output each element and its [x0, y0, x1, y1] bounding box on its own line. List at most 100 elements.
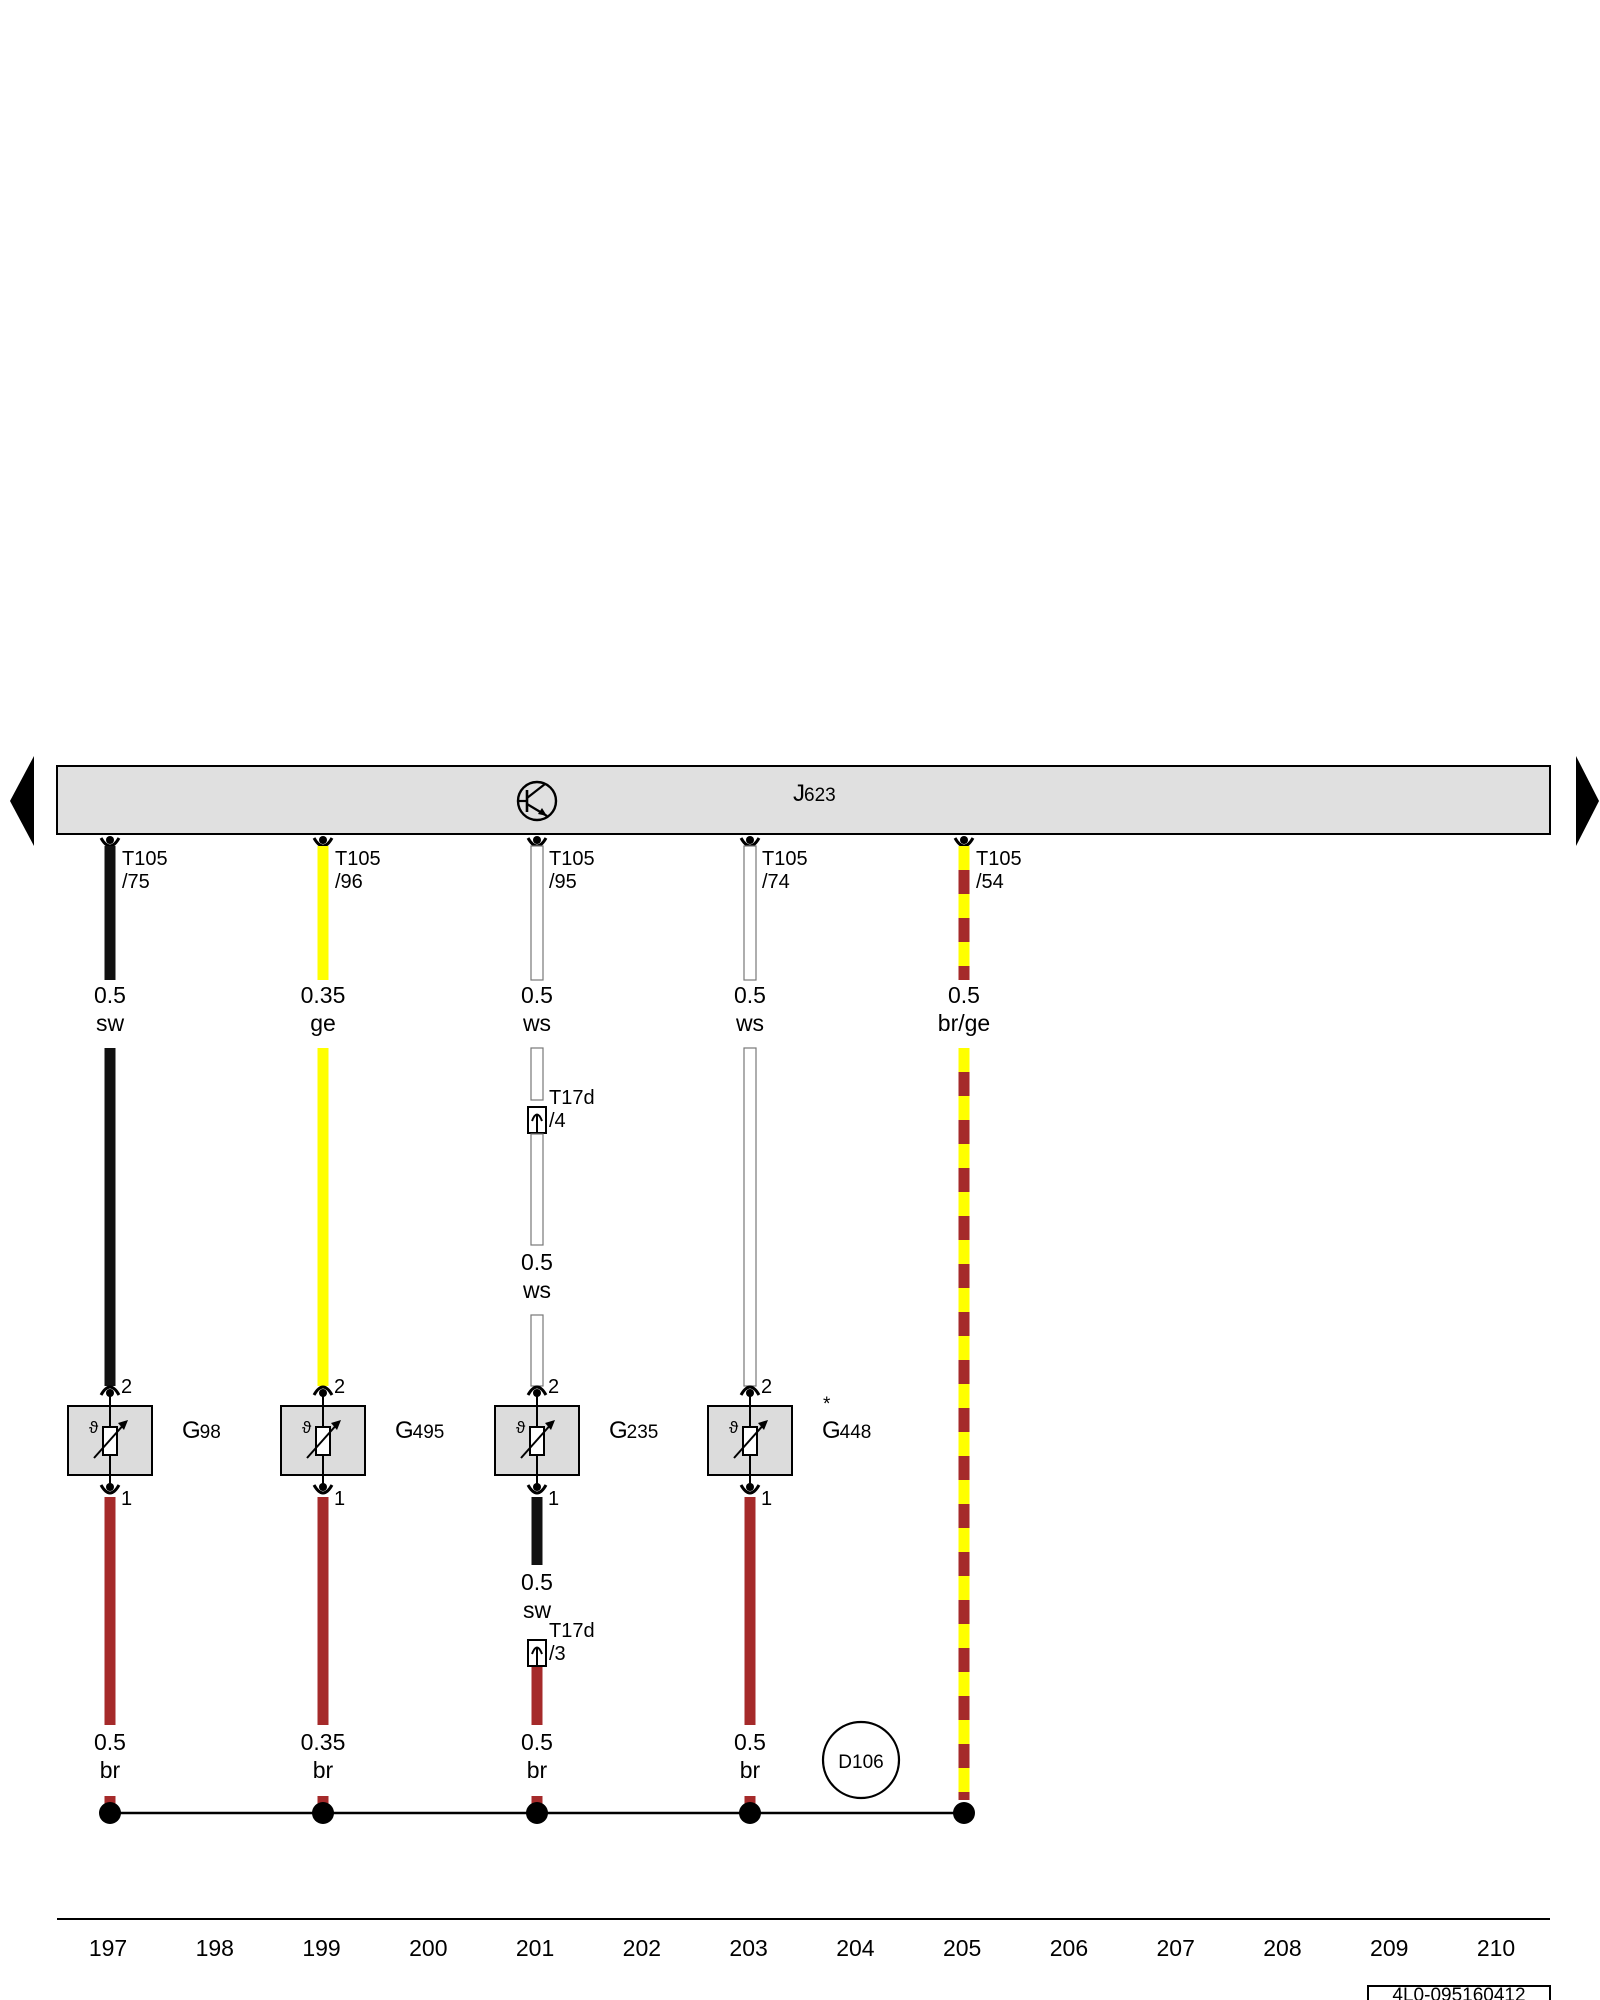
sensor-pin-bottom: 1	[548, 1488, 559, 1510]
ground-junction	[526, 1802, 548, 1824]
ecu-connector-w197	[99, 836, 121, 848]
wire-segment-upper	[743, 845, 757, 981]
wire-color-code: br	[527, 1757, 548, 1783]
wire-segment-upper	[958, 846, 970, 980]
sensor-label-sub: 495	[413, 1422, 445, 1443]
ground-junction	[99, 1802, 121, 1824]
footer-column-number: 200	[409, 1935, 447, 1961]
sensor-connector-top-arc	[99, 1385, 121, 1396]
ground-point-d106: D106	[821, 1720, 901, 1800]
wire-segment-upper	[317, 846, 329, 980]
wire-segment-lower-stripe	[958, 1456, 970, 1480]
sensor-label: G448	[822, 1417, 871, 1444]
sensor-pin-top: 2	[548, 1376, 559, 1398]
ground-label: D106	[838, 1752, 883, 1773]
connector-pin: /74	[762, 871, 790, 893]
sensor-label-main: G	[609, 1417, 628, 1444]
inline-connector-t17d-4	[527, 1106, 547, 1134]
sensor-1-arrow-line	[93, 1421, 127, 1459]
sensor-connector-bottom-dot	[746, 1483, 754, 1491]
footer-column-number: 197	[89, 1935, 127, 1961]
wire-segment-lower-stripe	[958, 1600, 970, 1624]
sensor-label: G495	[395, 1417, 444, 1444]
sensor-2-arrow-line	[306, 1421, 340, 1459]
wire-segment-lower-stripe	[958, 1168, 970, 1192]
wire-segment-upper-base	[958, 846, 970, 980]
wire-w201: T105/950.5wsT17d/40.5ws2ϑ1G2350.5swT17d/…	[494, 836, 659, 1824]
inline-connector-t17d-4-arc	[531, 1113, 543, 1122]
sensor-4-temp-icon: ϑ	[729, 1418, 739, 1437]
wire-segment-lower-stripe	[958, 1072, 970, 1096]
ecu-connector-w205-dot	[960, 836, 968, 844]
ecu-connector-w203	[739, 836, 761, 848]
wire-segment-mid	[530, 1047, 544, 1101]
sensor-label-main: G	[395, 1417, 414, 1444]
sensor-label: G98	[182, 1417, 221, 1444]
wire-segment-lower-stripe	[958, 1792, 970, 1800]
sensor-pin-bottom: 1	[761, 1488, 772, 1510]
wire-segment-lower-stripe	[958, 1744, 970, 1768]
inline-connector-pin: /3	[549, 1643, 566, 1665]
wire-segment-lower	[531, 1667, 543, 1725]
connector-name: T105	[976, 848, 1022, 870]
inline-connector-t17d-3	[527, 1639, 547, 1667]
wire-size: 0.5	[521, 1729, 553, 1755]
next-page-arrow-icon[interactable]	[1576, 756, 1599, 846]
wire-segment-to-sensor	[743, 1047, 757, 1387]
wire-size: 0.5	[734, 1729, 766, 1755]
doc-code: 4L0-095160412	[1392, 1985, 1525, 2000]
wire-segment-lower-stripe	[958, 1408, 970, 1432]
connector-name: T105	[335, 848, 381, 870]
ecu-label-sub: 623	[804, 785, 836, 806]
wire-segment-lower	[317, 1497, 329, 1725]
inline-connector-pin: /4	[549, 1110, 566, 1132]
sensor-connector-top-arc	[526, 1385, 548, 1396]
wire-segment-sensor-out	[531, 1497, 543, 1565]
ecu-label-main: J	[793, 780, 805, 807]
wire-color-code: br	[100, 1757, 121, 1783]
connector-pin: /95	[549, 871, 577, 893]
sensor-pin-top: 2	[334, 1376, 345, 1398]
prev-page-arrow-icon[interactable]	[10, 756, 34, 846]
wire-segment-to-sensor	[104, 1048, 116, 1386]
sensor-pin-bottom: 1	[121, 1488, 132, 1510]
sensor-1-temp-icon: ϑ	[89, 1418, 99, 1437]
wire-segment-lower-stripe	[958, 1120, 970, 1144]
ecu-connector-w205	[953, 836, 975, 848]
sensor-connector-top-arc	[312, 1385, 334, 1396]
connector-pin: /54	[976, 871, 1004, 893]
ground-junction	[312, 1802, 334, 1824]
sensor-2-temp-icon: ϑ	[302, 1418, 312, 1437]
ecu-j623: J623	[56, 765, 1551, 835]
wire-segment-lower	[104, 1497, 116, 1725]
connector-name: T105	[549, 848, 595, 870]
wire-color-code: br/ge	[938, 1010, 990, 1036]
wire-size: 0.5	[521, 982, 553, 1008]
footer-column-number: 205	[943, 1935, 981, 1961]
sensor-connector-bottom-dot	[319, 1483, 327, 1491]
sensor-label-sub: 235	[627, 1422, 659, 1443]
ground-junction	[953, 1802, 975, 1824]
sensor-label-main: G	[822, 1417, 841, 1444]
wire-size: 0.5	[94, 1729, 126, 1755]
footer-column-number: 203	[729, 1935, 767, 1961]
sensor-4-arrow-line	[733, 1421, 767, 1459]
sensor-connector-bottom-dot	[533, 1483, 541, 1491]
sensor-1-arrow-head	[118, 1420, 128, 1430]
wire-w205: T105/540.5br/ge	[938, 836, 1022, 1824]
connector-pin: /75	[122, 871, 150, 893]
footer-column-number: 206	[1050, 1935, 1088, 1961]
wire-segment-lower-stripe	[958, 1648, 970, 1672]
sensor-connector-bottom	[312, 1483, 334, 1495]
wire-segment-mid2	[530, 1133, 544, 1246]
sensor-1: ϑ	[67, 1392, 153, 1488]
footer-column-number: 210	[1477, 1935, 1515, 1961]
ecu-connector-w199-dot	[319, 836, 327, 844]
sensor-connector-bottom-arc	[526, 1484, 548, 1495]
wire-segment-lower-stripe	[958, 1504, 970, 1528]
wire-segment-lower-stripe	[958, 1696, 970, 1720]
